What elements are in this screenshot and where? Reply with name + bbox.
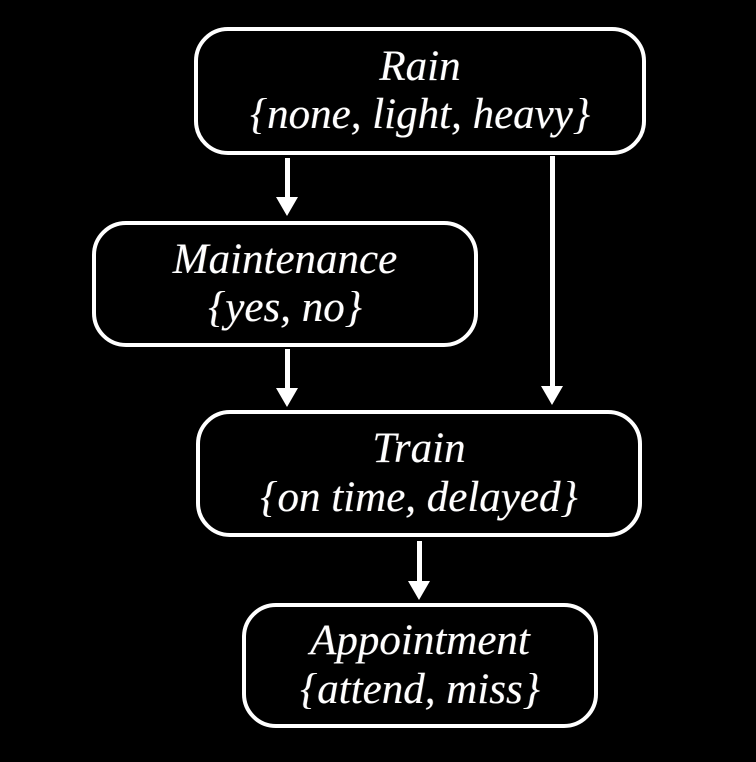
arrow-head-icon	[408, 581, 430, 600]
edge-rain-to-maintenance-arrow	[276, 158, 298, 216]
edge-train-to-appointment-arrow	[408, 541, 430, 600]
node-rain: Rain {none, light, heavy}	[194, 27, 646, 155]
edge-rain-to-train-arrow	[541, 156, 563, 405]
arrow-head-icon	[276, 388, 298, 407]
node-rain-domain: {none, light, heavy}	[249, 91, 591, 138]
arrow-shaft	[284, 158, 290, 197]
node-rain-label: Rain	[379, 42, 461, 90]
node-train: Train {on time, delayed}	[196, 410, 642, 537]
node-train-label: Train	[372, 425, 466, 473]
node-appointment-domain: {attend, miss}	[300, 665, 540, 713]
arrow-shaft	[284, 349, 290, 388]
arrow-head-icon	[276, 197, 298, 216]
node-maintenance-domain: {yes, no}	[208, 284, 362, 331]
node-maintenance: Maintenance {yes, no}	[92, 221, 478, 347]
arrow-shaft	[549, 156, 555, 386]
node-train-domain: {on time, delayed}	[260, 473, 578, 521]
arrow-head-icon	[541, 386, 563, 405]
node-maintenance-label: Maintenance	[172, 235, 398, 283]
node-appointment-label: Appointment	[310, 617, 530, 665]
arrow-shaft	[416, 541, 422, 581]
edge-maintenance-to-train-arrow	[276, 349, 298, 407]
node-appointment: Appointment {attend, miss}	[242, 603, 598, 728]
